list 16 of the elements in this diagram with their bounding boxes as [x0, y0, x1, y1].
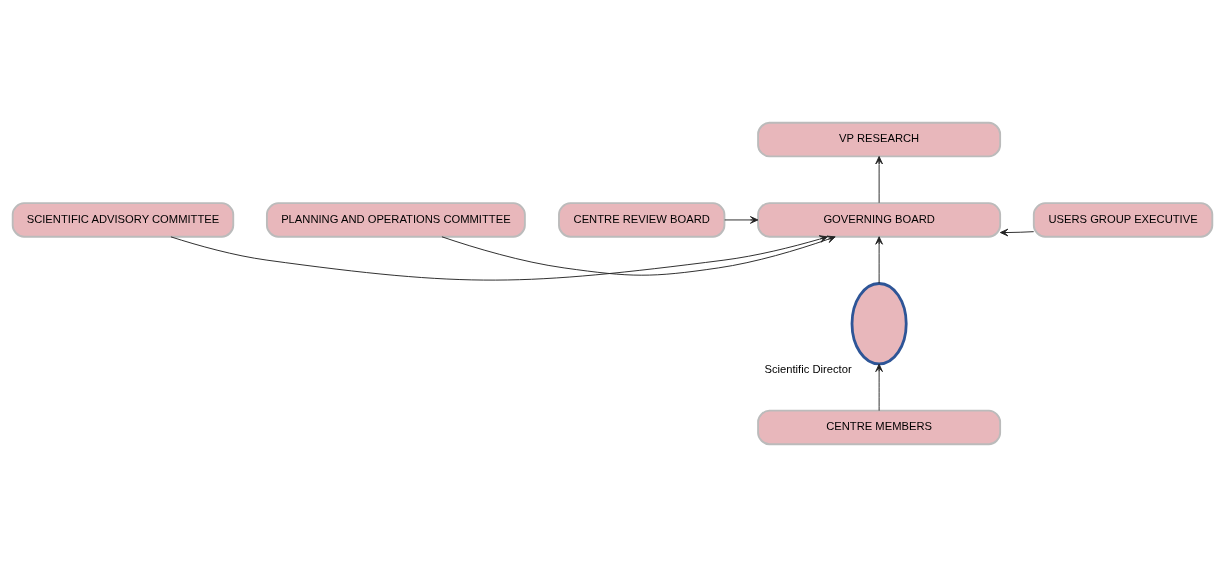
node-ellipse	[850, 281, 908, 365]
arrow	[875, 155, 883, 203]
node-label: Scientific Director	[764, 362, 852, 375]
arrow	[875, 363, 883, 411]
node-box: CENTRE MEMBERS	[757, 409, 1002, 445]
node-box: USERS GROUP EXECUTIVE	[1032, 201, 1214, 238]
node-box: GOVERNING BOARD	[757, 201, 1002, 238]
arrow	[875, 235, 883, 284]
node-box: VP RESEARCH	[757, 121, 1002, 157]
node-box: CENTRE REVIEW BOARD	[558, 201, 726, 238]
node-box: PLANNING AND OPERATIONS COMMITTEE	[265, 201, 526, 238]
arrow	[999, 228, 1035, 236]
arrow	[724, 215, 759, 224]
arrow	[170, 234, 828, 281]
node-box: SCIENTIFIC ADVISORY COMMITTEE	[11, 201, 235, 238]
arrow	[441, 235, 836, 276]
